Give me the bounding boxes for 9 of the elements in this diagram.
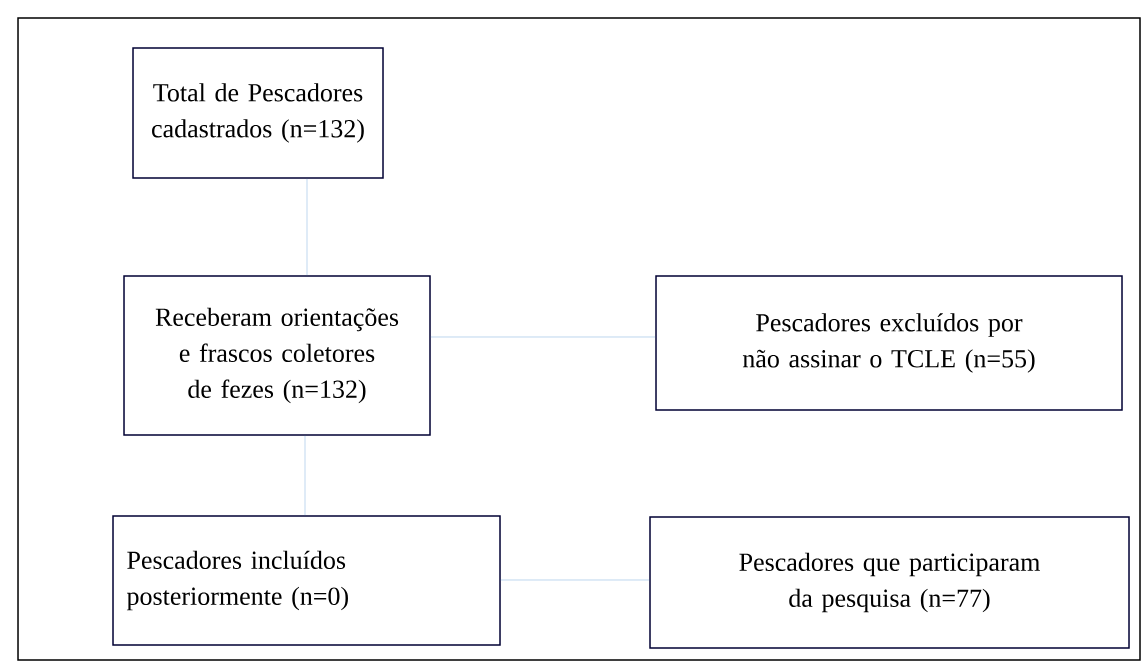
connector-line [304,435,306,516]
process-box: Pescadores excluídos por não assinar o TCLE (n=55) [655,275,1123,411]
process-box: Receberam orientações e frascos coletores de fezes (n=132) [123,275,431,436]
connector-line [430,336,656,338]
connector-line [500,579,650,581]
process-box: Total de Pescadores cadastrados (n=132) [132,47,384,179]
process-box: Pescadores incluídos posteriormente (n=0) [112,515,501,646]
connector-line [306,178,308,276]
process-box: Pescadores que participaram da pesquisa (n=77) [649,516,1130,649]
